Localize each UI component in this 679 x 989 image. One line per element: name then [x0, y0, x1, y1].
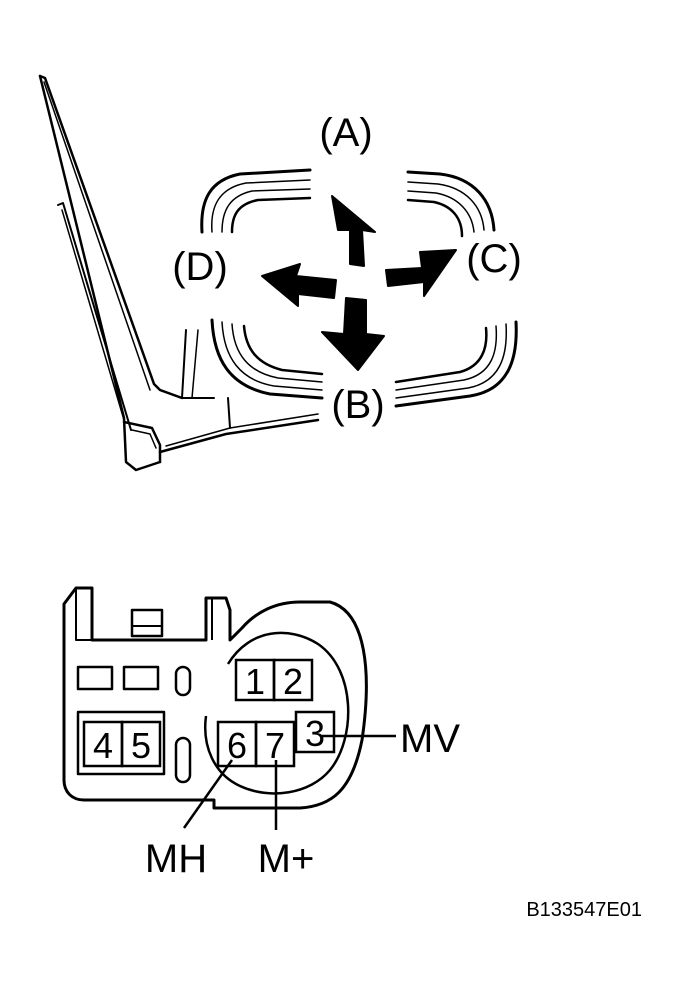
- pin-cells: [82, 658, 336, 768]
- pin-cell-3: [294, 710, 336, 754]
- pin-number-3: 3: [305, 713, 325, 754]
- pin-number-5: 5: [131, 725, 151, 766]
- arrow-down-icon: [321, 297, 385, 371]
- arrow-up-icon: [331, 195, 376, 267]
- arrow-left-icon: [261, 263, 337, 307]
- signal-label-m-plus: M+: [258, 837, 315, 881]
- pin-cell-5: [120, 720, 162, 768]
- leader-line-mh: [182, 759, 234, 829]
- mirror-assembly: [38, 74, 518, 472]
- figure-code: B133547E01: [526, 899, 642, 921]
- mirror-arm: [38, 74, 320, 472]
- pin-cell-2: [272, 658, 314, 702]
- direction-label-a: (A): [319, 111, 372, 155]
- pin-number-1: 1: [245, 661, 265, 702]
- direction-arrows: [261, 195, 457, 371]
- direction-label-d: (D): [172, 245, 228, 289]
- pin-number-2: 2: [283, 661, 303, 702]
- mirror-housing: [200, 168, 518, 408]
- signal-label-mv: MV: [400, 717, 460, 761]
- pin-number-7: 7: [265, 725, 285, 766]
- signal-label-mh: MH: [145, 837, 207, 881]
- direction-label-b: (B): [331, 383, 384, 427]
- connector-body: [62, 586, 368, 810]
- leader-lines: [182, 734, 396, 830]
- direction-label-c: (C): [466, 237, 522, 281]
- arrow-right-icon: [385, 249, 457, 297]
- pin-numbers: 1 2 3 4 5 6 7: [93, 661, 325, 766]
- pin-number-6: 6: [227, 725, 247, 766]
- pin-number-4: 4: [93, 725, 113, 766]
